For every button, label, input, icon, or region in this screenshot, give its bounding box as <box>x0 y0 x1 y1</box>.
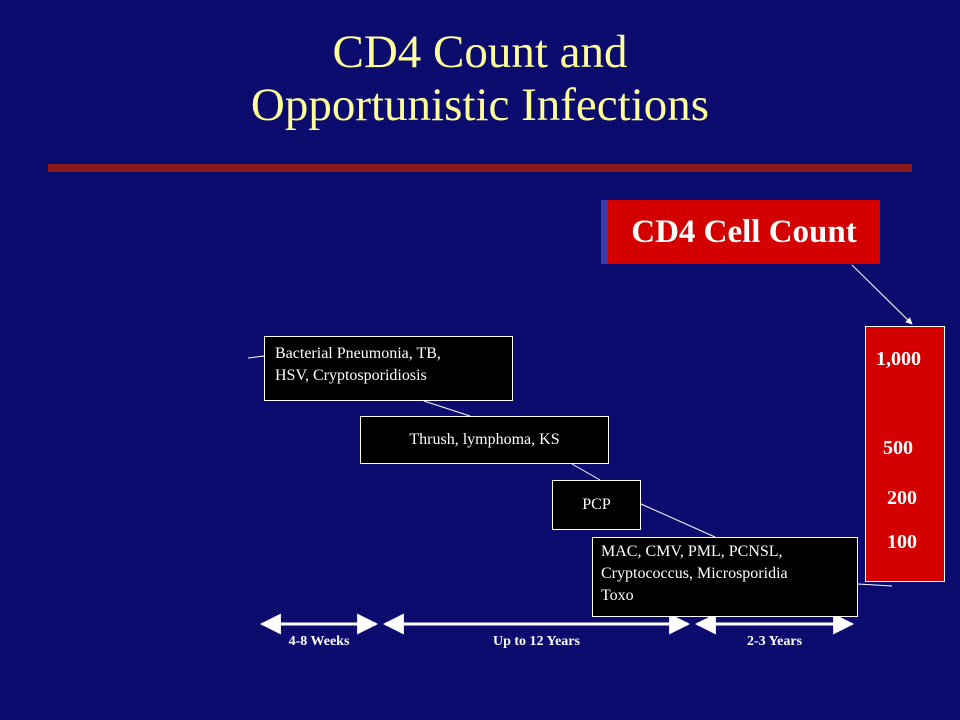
infection-text: Toxo <box>601 587 634 604</box>
infection-text: Cryptococcus, Microsporidia <box>601 565 788 582</box>
timeline-label-12-years: Up to 12 Years <box>493 634 580 649</box>
infection-text: Bacterial Pneumonia, TB, <box>275 345 441 362</box>
title-line-1: CD4 Count and <box>332 26 628 78</box>
cd4-cell-count-label: CD4 Cell Count <box>601 200 880 264</box>
timeline-label-2-3-years: 2-3 Years <box>746 634 803 649</box>
infection-box-mac: MAC, CMV, PML, PCNSL, Cryptococcus, Micr… <box>592 537 858 617</box>
infection-text: HSV, Cryptosporidiosis <box>275 367 427 384</box>
infection-box-bacterial: Bacterial Pneumonia, TB, HSV, Cryptospor… <box>264 336 513 401</box>
infection-text: PCP <box>582 496 611 513</box>
infection-text: Thrush, lymphoma, KS <box>409 431 560 448</box>
timeline-label-weeks: 4-8 Weeks <box>288 634 350 649</box>
scale-value-500: 500 <box>883 437 913 459</box>
slide-title: CD4 Count and Opportunistic Infections <box>0 26 960 132</box>
cd4-scale-bar <box>865 326 945 582</box>
scale-value-100: 100 <box>887 531 917 553</box>
title-line-2: Opportunistic Infections <box>250 79 710 131</box>
title-divider <box>48 164 912 172</box>
trend-line-end <box>857 583 893 587</box>
scale-value-1000: 1,000 <box>876 348 921 370</box>
trend-line-3 <box>640 503 716 538</box>
infection-box-pcp: PCP <box>552 480 641 530</box>
scale-value-200: 200 <box>887 487 917 509</box>
infection-text: MAC, CMV, PML, PCNSL, <box>601 543 783 560</box>
connector-label-to-scale <box>851 264 913 325</box>
infection-box-thrush: Thrush, lymphoma, KS <box>360 416 609 464</box>
trend-line-2 <box>571 463 601 481</box>
trend-line-1 <box>423 400 471 417</box>
trend-line-left <box>247 355 265 359</box>
